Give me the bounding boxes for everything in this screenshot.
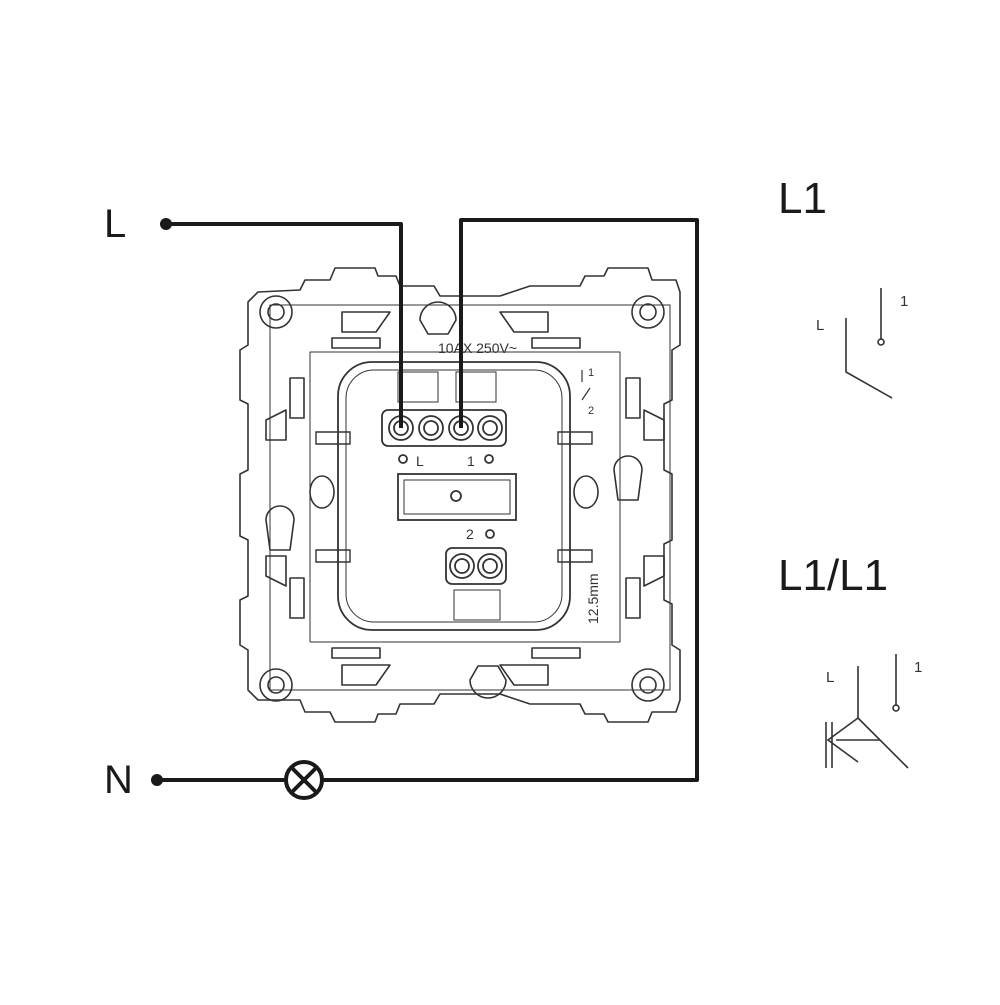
rating-label: 10AX 250V~ (438, 340, 517, 356)
terminal-l-label: L (416, 453, 424, 469)
line-wire (167, 222, 403, 428)
scheme-l1l1-1-label: 1 (914, 659, 922, 676)
line-label: L (104, 202, 126, 246)
scheme-l1-title: L1 (778, 174, 827, 223)
neutral-terminal-dot (151, 774, 163, 786)
mounting-frame (239, 267, 681, 723)
device-mini-1: 1 (588, 367, 594, 379)
scheme-l1l1-symbol (825, 654, 909, 769)
strip-length-label: 12.5mm (585, 573, 601, 624)
switched-wire (320, 218, 699, 782)
scheme-l1l1-title: L1/L1 (778, 551, 888, 600)
neutral-label: N (104, 758, 133, 802)
scheme-l1-symbol (845, 288, 893, 399)
wires (158, 218, 699, 782)
terminal-2-label: 2 (466, 526, 474, 542)
switch-mechanism (315, 361, 593, 631)
line-terminal-dot (160, 218, 172, 230)
scheme-l1-l-label: L (816, 317, 824, 334)
scheme-l1-1-label: 1 (900, 293, 908, 310)
device-mini-2: 2 (588, 405, 594, 417)
scheme-l1l1-l-label: L (826, 669, 834, 686)
lamp-icon (284, 760, 324, 800)
terminal-1-label: 1 (467, 453, 475, 469)
